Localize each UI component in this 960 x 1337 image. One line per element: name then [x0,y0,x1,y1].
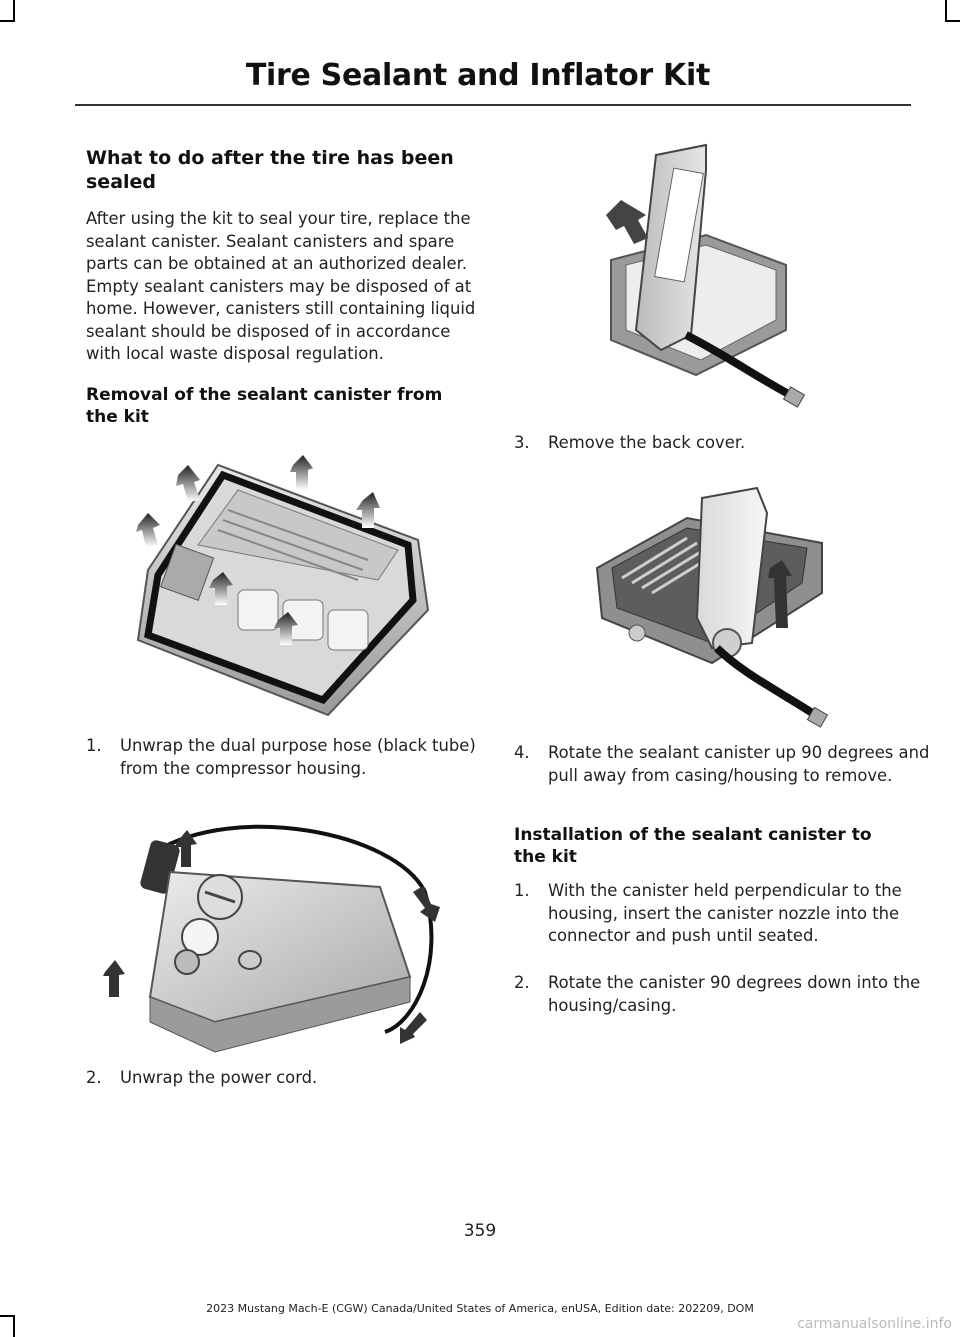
step-number: 1. [86,736,102,755]
intro-paragraph: After using the kit to seal your tire, r… [86,209,476,363]
step-item: 2. Rotate the canister 90 degrees down i… [514,972,940,1017]
compressor-cord-illustration [95,812,450,1057]
canister-rotation-illustration [586,140,816,415]
removal-subheading: Removal of the sealant canister from the… [86,384,443,427]
page-number: 359 [463,1221,497,1241]
step-text: Unwrap the power cord. [120,1068,318,1087]
installation-subheading: Installation of the sealant canister to … [514,825,872,867]
step-item: 1. Unwrap the dual purpose hose (black t… [86,735,512,780]
crop-mark [945,0,947,22]
step-text: Remove the back cover. [548,433,746,452]
crop-mark [0,20,15,22]
step-number: 3. [514,433,530,452]
step-text: Rotate the sealant canister up 90 degree… [548,743,930,785]
step-text: With the canister held perpendicular to … [548,881,902,945]
section-heading: What to do after the tire has been seale… [86,147,454,193]
watermark: carmanualsonline.info [797,1316,952,1332]
step-number: 2. [514,973,530,992]
header-divider [75,104,911,106]
step-item: 1. With the canister held perpendicular … [514,880,940,948]
crop-mark [945,20,960,22]
step-item: 4. Rotate the sealant canister up 90 deg… [514,742,940,787]
page-title: Tire Sealant and Inflator Kit [245,58,710,93]
step-text: Unwrap the dual purpose hose (black tube… [120,736,476,778]
crop-mark [13,1315,15,1337]
step-text: Rotate the canister 90 degrees down into… [548,973,921,1015]
footer-edition: 2023 Mustang Mach-E (CGW) Canada/United … [206,1302,754,1315]
crop-mark [13,0,15,22]
crop-mark [0,1315,15,1317]
step-number: 1. [514,881,530,900]
step-item: 2. Unwrap the power cord. [86,1067,512,1090]
step-number: 4. [514,743,530,762]
cover-removal-illustration [128,450,443,722]
back-cover-illustration [592,468,837,733]
left-column: What to do after the tire has been seale… [86,146,478,440]
step-number: 2. [86,1068,102,1087]
step-item: 3. Remove the back cover. [514,432,940,455]
